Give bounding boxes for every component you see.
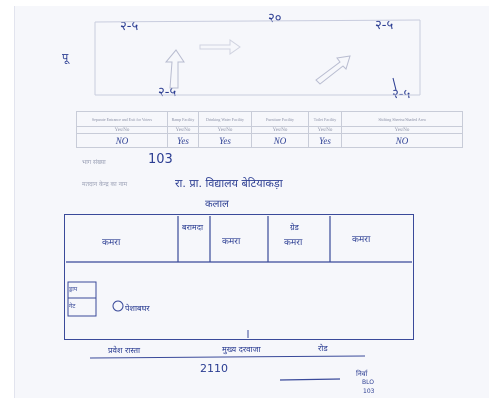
footer-date: 2110 xyxy=(200,362,228,375)
table-cell: NO xyxy=(341,133,463,148)
footer-stamp-2: BLO xyxy=(362,379,374,386)
road-label-mid: मुख्य दरवाजा xyxy=(222,345,261,354)
school-map xyxy=(64,214,414,340)
table-value-row: NO Yes Yes NO Yes NO xyxy=(76,133,463,148)
top-number-right: २-५ xyxy=(375,18,394,33)
top-number-center: २० xyxy=(268,11,282,26)
map-urinal-label: पेशाबघर xyxy=(125,304,150,313)
table-cell: Yes xyxy=(167,133,199,148)
map-room-2: बरामदा xyxy=(182,223,204,232)
map-stair-label-1: ड्राप xyxy=(69,286,78,293)
top-number-bottom-left: २-५ xyxy=(158,85,177,100)
facilities-table: Separate Entrance and Exit for Voters Ra… xyxy=(76,111,463,148)
building-name-value-1: रा. प्रा. विद्यालय बेटियाकड़ा xyxy=(175,177,283,190)
map-stair-label-2: गेट xyxy=(69,303,76,310)
map-room-1: कमरा xyxy=(102,238,121,248)
footer-stamp-3: 103 xyxy=(363,388,375,395)
building-name-label: मतदान केन्द्र का नाम xyxy=(82,181,128,188)
side-mark: पू xyxy=(62,51,69,64)
map-room-3: कमरा xyxy=(222,237,241,247)
site-sketch xyxy=(94,19,421,96)
table-cell: NO xyxy=(251,133,309,148)
booth-number-value: 103 xyxy=(148,152,173,167)
booth-number-label: भाग संख्या xyxy=(82,159,106,166)
building-name-value-2: कलाल xyxy=(205,199,229,210)
table-cell: Yes xyxy=(198,133,252,148)
map-room-5: कमरा xyxy=(352,235,371,245)
road-label-right: रोड xyxy=(318,344,328,353)
table-cell: Yes xyxy=(308,133,342,148)
map-room-4-line1: ग्रेड xyxy=(290,223,299,232)
road-label-left: प्रवेश रास्ता xyxy=(108,346,141,355)
table-header-row: Separate Entrance and Exit for Voters Ra… xyxy=(76,111,463,127)
top-number-left: २-५ xyxy=(120,19,139,34)
document-sheet xyxy=(14,6,489,398)
footer-stamp-1: निर्वा xyxy=(356,370,368,378)
map-room-4-line2: कमरा xyxy=(284,238,303,248)
